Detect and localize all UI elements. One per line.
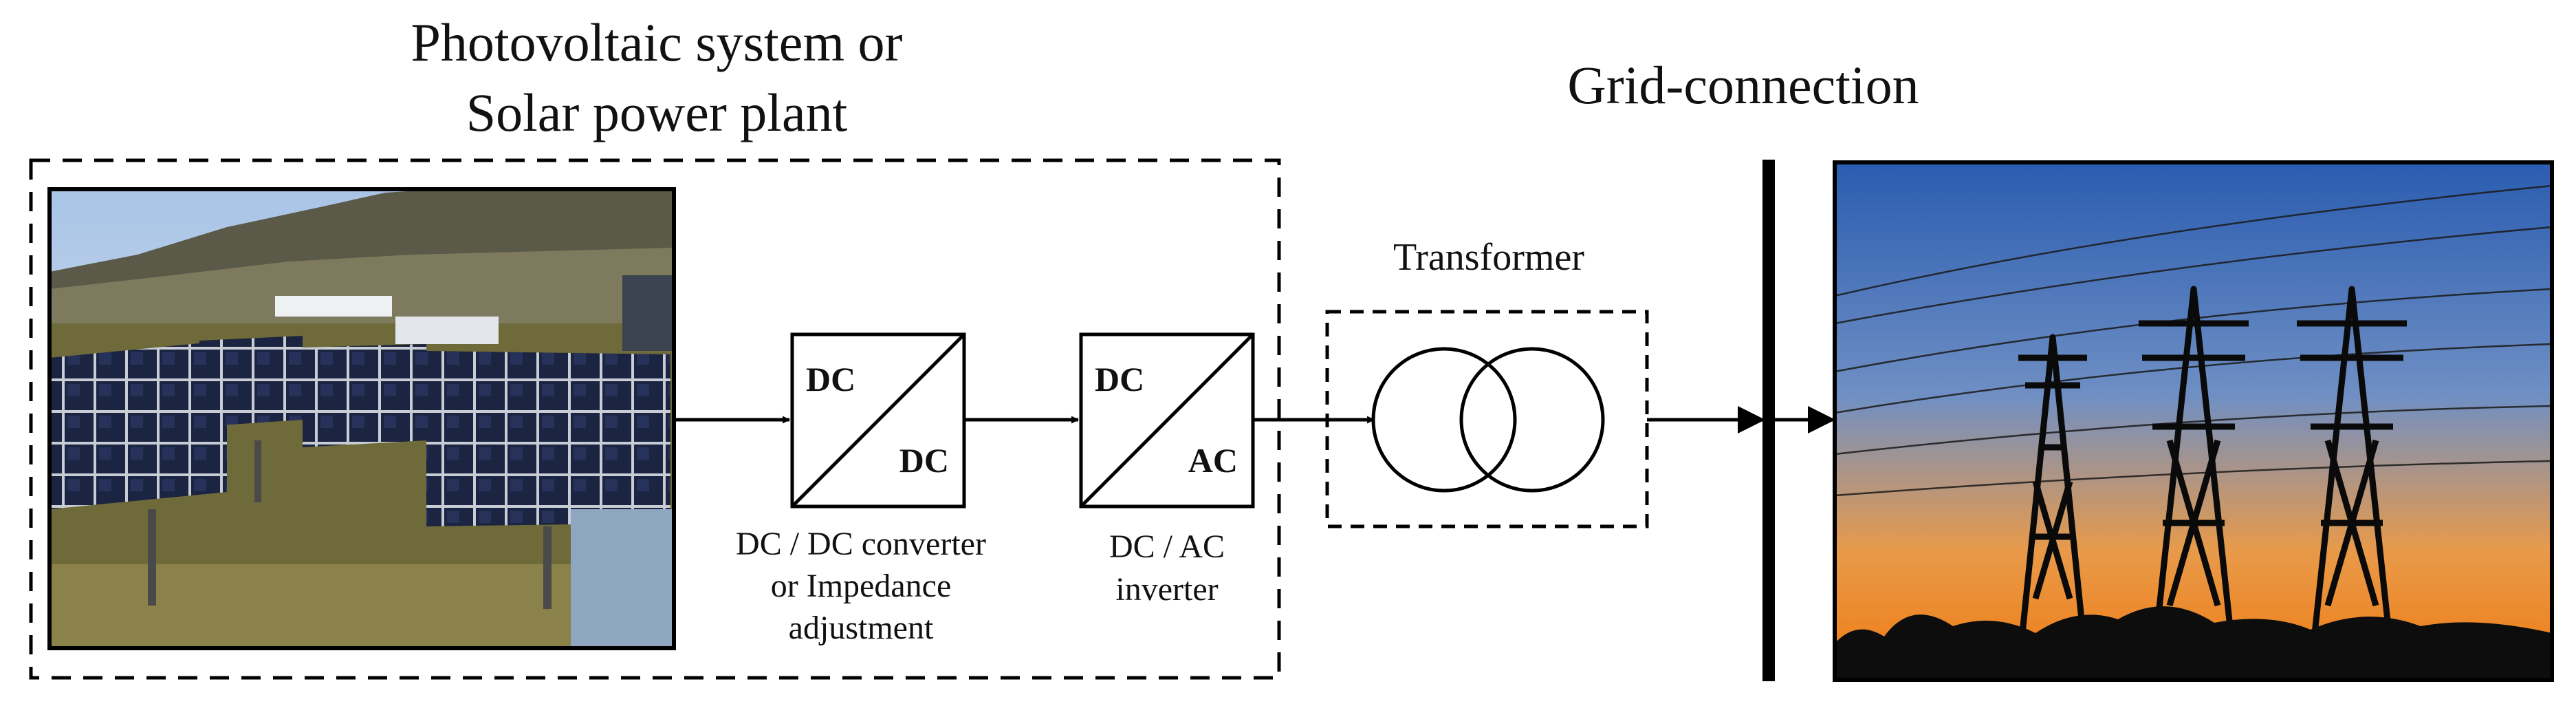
- dcdc-output-label: DC: [899, 441, 949, 480]
- transformer-label: Transformer: [1393, 236, 1584, 279]
- dcac-caption-line2: inverter: [1115, 571, 1218, 608]
- transformer-boundary: [1325, 310, 1649, 528]
- pv-title-line1: Photovoltaic system or: [411, 12, 903, 72]
- dcac-inverter-block: [1079, 332, 1255, 509]
- grid-bus-bar: [1762, 160, 1775, 681]
- solar-plant-photo: [47, 187, 676, 650]
- power-grid-photo: [1833, 160, 2554, 682]
- dcdc-caption-line2: or Impedance: [771, 568, 952, 604]
- transformer-symbol-icon: [1371, 347, 1605, 493]
- pv-title-line2: Solar power plant: [466, 83, 848, 142]
- grid-title: Grid-connection: [1567, 55, 1919, 115]
- dcac-caption-line1: DC / AC: [1109, 528, 1225, 565]
- dcdc-caption-line1: DC / DC converter: [736, 526, 986, 562]
- dcdc-input-label: DC: [806, 360, 855, 398]
- dcac-output-label: AC: [1188, 441, 1238, 480]
- dcdc-converter-block: [790, 332, 966, 509]
- dcac-input-label: DC: [1095, 360, 1144, 398]
- dcdc-caption-line3: adjustment: [789, 610, 934, 646]
- pv-system-boundary: [29, 158, 1281, 680]
